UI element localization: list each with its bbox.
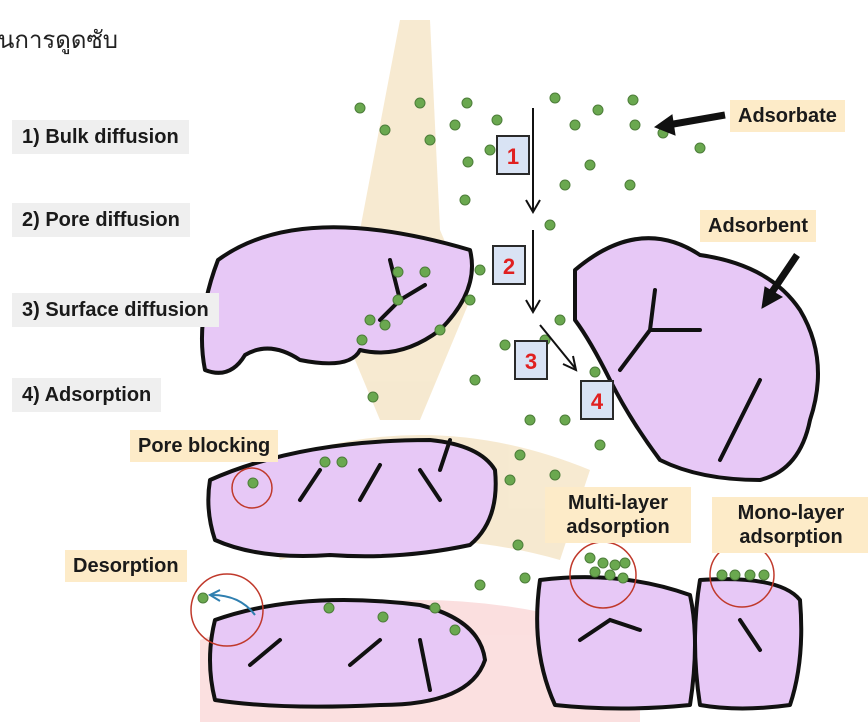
marker-3: 3: [514, 340, 548, 380]
particle-lower-middle: [537, 577, 695, 708]
step-pore-diffusion: 2) Pore diffusion: [12, 203, 190, 237]
heading-text: นการดูดซับ: [0, 20, 118, 59]
label-multi-layer-adsorption: Multi-layer adsorption: [545, 487, 691, 543]
label-pore-blocking: Pore blocking: [130, 430, 278, 462]
particle-lower-right: [695, 579, 801, 708]
label-adsorbent: Adsorbent: [700, 210, 816, 242]
marker-1: 1: [496, 135, 530, 175]
label-adsorbate: Adsorbate: [730, 100, 845, 132]
label-desorption: Desorption: [65, 550, 187, 582]
step-bulk-diffusion: 1) Bulk diffusion: [12, 120, 189, 154]
label-mono-layer-adsorption: Mono-layer adsorption: [712, 497, 868, 553]
particle-lower-left: [210, 600, 485, 707]
marker-4: 4: [580, 380, 614, 420]
diffusion-path: [526, 108, 576, 370]
step-surface-diffusion: 3) Surface diffusion: [12, 293, 219, 327]
step-adsorption: 4) Adsorption: [12, 378, 161, 412]
marker-2: 2: [492, 245, 526, 285]
